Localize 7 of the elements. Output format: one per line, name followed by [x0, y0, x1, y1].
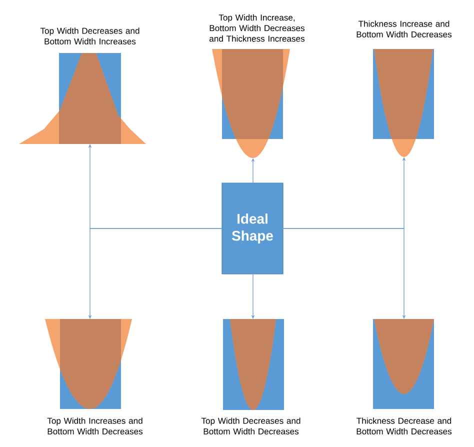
shape-caption: Thickness Decrease and Bottom Width Decreases	[356, 418, 452, 434]
shape-caption: Thickness Increase and Bottom Width Decreases	[356, 20, 452, 38]
shape-caption: Top Width Decreases and Bottom Width Increases	[40, 28, 140, 44]
shape-caption: Top Width Decreases and Bottom Width Decreases	[201, 418, 300, 434]
shape-caption: Top Width Increase, Bottom Width Decreases and Thickness Increases	[210, 14, 305, 42]
process-box: Ideal Shape	[222, 182, 284, 274]
shape-caption: Top Width Increases and Bottom Width Decreases	[47, 418, 143, 434]
